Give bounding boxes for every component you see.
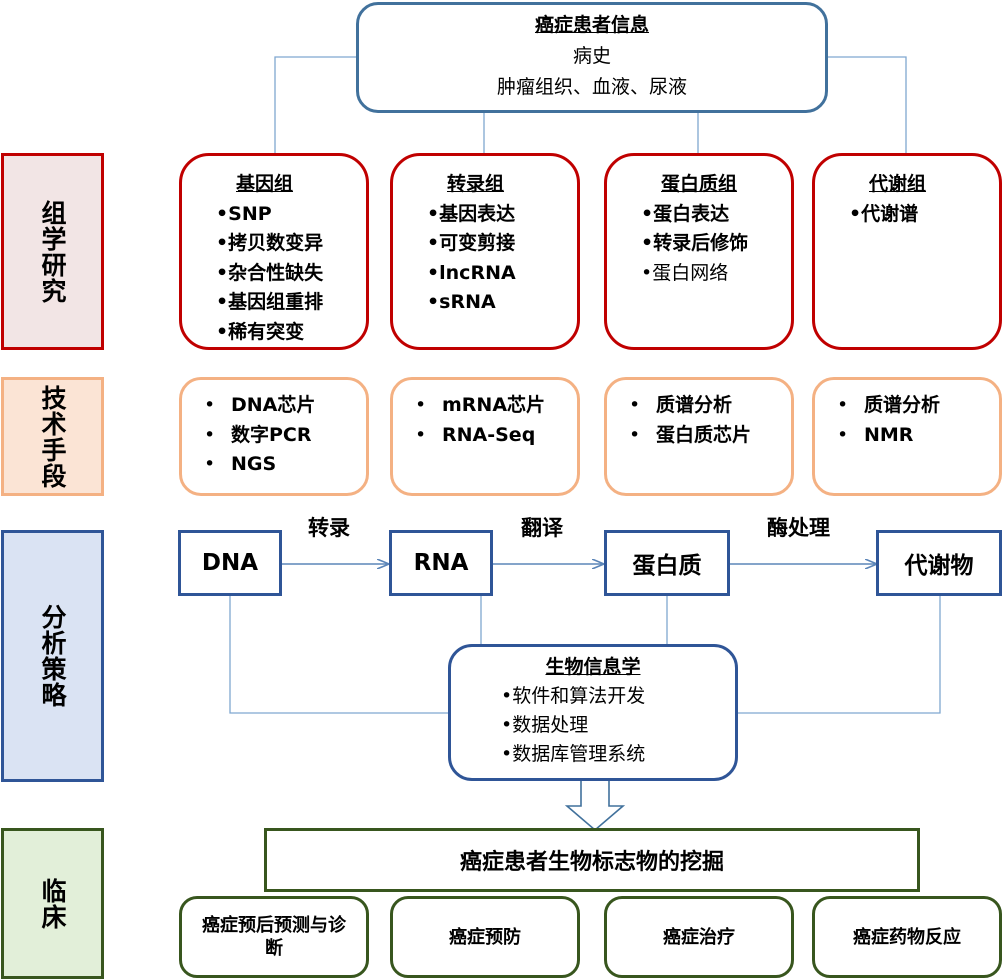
list-item: •代谢谱 (849, 202, 919, 225)
patient-info-title: 癌症患者信息 (534, 14, 649, 36)
list-item: •DNA芯片 (204, 394, 316, 416)
bioinformatics-title: 生物信息学 (545, 656, 641, 678)
molecule-protein-box: 蛋白质 (604, 530, 730, 596)
clinical-treatment-box: 癌症治疗 (604, 896, 794, 978)
list-item: •mRNA芯片 (415, 394, 546, 416)
technique-box-proteome: •质谱分析 •蛋白质芯片 (604, 377, 794, 496)
patient-info-line: 肿瘤组织、血液、尿液 (496, 76, 687, 98)
clinical-prevention-box: 癌症预防 (390, 896, 580, 978)
list-item: •拷贝数变异 (216, 232, 324, 254)
list-item: •蛋白质芯片 (629, 423, 752, 446)
list-item: •蛋白表达 (641, 202, 730, 225)
patient-info-box: 癌症患者信息 病史 肿瘤组织、血液、尿液 (356, 2, 828, 113)
list-item: •质谱分析 (837, 394, 941, 416)
molecule-dna-box: DNA (178, 530, 282, 596)
list-item: •SNP (216, 202, 272, 225)
technique-box-metabolome: •质谱分析 •NMR (812, 377, 1002, 496)
biomarker-discovery-box: 癌症患者生物标志物的挖掘 (264, 828, 920, 892)
patient-info-line: 病史 (572, 45, 611, 67)
list-item: •蛋白网络 (641, 261, 729, 284)
process-label-enzymatic: 酶处理 (767, 516, 830, 540)
section-techniques: 技术手段 (1, 377, 104, 496)
connector-metabolite-bio (738, 596, 941, 714)
process-label-translation: 翻译 (521, 516, 563, 540)
list-item: •lncRNA (427, 261, 516, 284)
list-item: •NGS (204, 453, 277, 475)
section-clinical: 临床 (1, 828, 104, 979)
connector-dna-bio (229, 596, 448, 714)
bioinformatics-box: 生物信息学 •软件和算法开发 •数据处理 •数据库管理系统 (448, 644, 738, 781)
molecule-rna-box: RNA (389, 530, 493, 596)
connector-genome (274, 56, 357, 153)
list-item: •RNA-Seq (415, 423, 536, 446)
list-item: •数据处理 (501, 714, 589, 736)
technique-box-genome: •DNA芯片 •数字PCR •NGS (179, 377, 369, 496)
genome-box: 基因组 •SNP •拷贝数变异 •杂合性缺失 •基因组重排 •稀有突变 (179, 153, 369, 350)
down-block-arrow (564, 779, 626, 832)
proteome-box: 蛋白质组 •蛋白表达 •转录后修饰 •蛋白网络 (604, 153, 794, 350)
metabolome-box: 代谢组 •代谢谱 (812, 153, 1002, 350)
clinical-prognosis-box: 癌症预后预测与诊断 (179, 896, 369, 978)
list-item: •杂合性缺失 (216, 261, 324, 284)
list-item: •基因组重排 (216, 291, 324, 313)
omics-title: 代谢组 (869, 173, 927, 195)
list-item: •sRNA (427, 291, 496, 313)
clinical-drug-response-box: 癌症药物反应 (812, 896, 1002, 978)
transcriptome-box: 转录组 •基因表达 •可变剪接 •lncRNA •sRNA (390, 153, 580, 350)
section-omics-research: 组学研究 (1, 153, 104, 350)
list-item: •数字PCR (204, 423, 312, 446)
process-label-transcription: 转录 (308, 516, 350, 540)
list-item: •NMR (837, 423, 914, 446)
omics-title: 基因组 (236, 173, 294, 195)
list-item: •转录后修饰 (641, 232, 749, 254)
omics-title: 转录组 (447, 173, 505, 195)
molecule-metabolite-box: 代谢物 (876, 530, 1002, 596)
list-item: •可变剪接 (427, 232, 516, 254)
connector-metabolome (826, 56, 907, 153)
list-item: •数据库管理系统 (501, 743, 646, 765)
list-item: •基因表达 (427, 202, 516, 225)
list-item: •质谱分析 (629, 394, 733, 416)
omics-title: 蛋白质组 (661, 173, 738, 195)
section-analysis-strategy: 分析策略 (1, 530, 104, 782)
technique-box-transcriptome: •mRNA芯片 •RNA-Seq (390, 377, 580, 496)
list-item: •稀有突变 (216, 320, 305, 343)
list-item: •软件和算法开发 (501, 685, 646, 707)
